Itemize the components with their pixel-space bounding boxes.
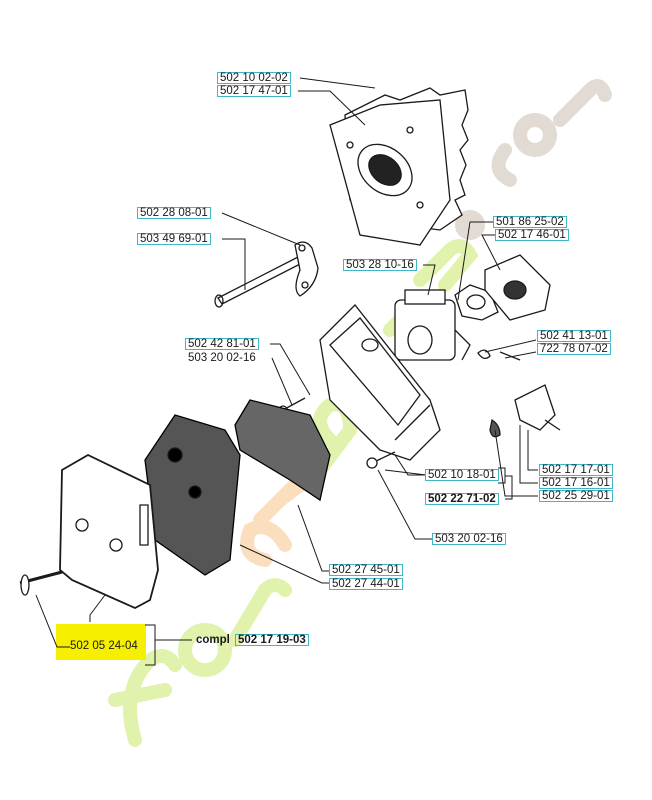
part-label-501-86-25-02[interactable]: 501 86 25-02 — [493, 216, 567, 228]
leader-lines — [35, 77, 538, 666]
clips-and-springs — [477, 349, 561, 438]
part-label-502-17-16-01[interactable]: 502 17 16-01 — [539, 477, 613, 489]
part-label-502-05-24-04[interactable]: 502 05 24-04 — [70, 640, 138, 652]
part-label-503-28-10-16[interactable]: 503 28 10-16 — [343, 259, 417, 271]
pin-and-lever — [214, 241, 319, 308]
part-label-502-28-08-01[interactable]: 502 28 08-01 — [137, 207, 211, 219]
foam-filters — [144, 399, 331, 576]
gasket-plates — [329, 87, 469, 246]
part-label-502-17-19-03[interactable]: 502 17 19-03 — [235, 634, 309, 646]
part-label-503-20-02-16-b[interactable]: 503 20 02-16 — [432, 533, 506, 545]
part-label-503-20-02-16[interactable]: 503 20 02-16 — [188, 352, 256, 364]
part-label-502-17-17-01[interactable]: 502 17 17-01 — [539, 464, 613, 476]
part-label-502-27-45-01[interactable]: 502 27 45-01 — [329, 564, 403, 576]
carburetor — [394, 289, 471, 361]
screws — [19, 397, 396, 596]
filter-housing — [319, 304, 441, 461]
part-label-502-10-18-01[interactable]: 502 10 18-01 — [425, 469, 499, 481]
part-label-502-27-44-01[interactable]: 502 27 44-01 — [329, 578, 403, 590]
compl-prefix: compl — [196, 634, 230, 646]
part-label-502-22-71-02[interactable]: 502 22 71-02 — [425, 493, 499, 505]
part-label-722-78-07-02[interactable]: 722 78 07-02 — [537, 343, 611, 355]
highlight-502-05-24-04 — [56, 624, 146, 660]
part-label-503-49-69-01[interactable]: 503 49 69-01 — [137, 233, 211, 245]
part-label-502-17-46-01[interactable]: 502 17 46-01 — [495, 229, 569, 241]
part-label-502-10-02-02[interactable]: 502 10 02-02 — [217, 72, 291, 84]
intake-gasket — [454, 254, 551, 321]
part-label-502-17-47-01[interactable]: 502 17 47-01 — [217, 85, 291, 97]
air-filter-cover — [59, 453, 159, 610]
part-label-502-41-13-01[interactable]: 502 41 13-01 — [537, 330, 611, 342]
part-label-502-42-81-01[interactable]: 502 42 81-01 — [185, 338, 259, 350]
part-label-502-25-29-01[interactable]: 502 25 29-01 — [539, 490, 613, 502]
